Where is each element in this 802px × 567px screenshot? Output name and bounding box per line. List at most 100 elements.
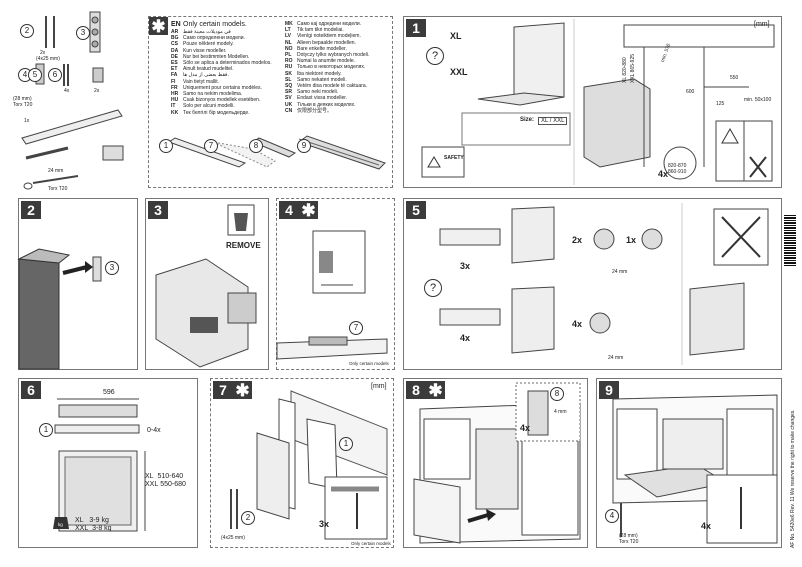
lang-code: MK	[285, 21, 293, 27]
lang-code: BG	[171, 35, 179, 42]
lang-code: IT	[171, 103, 176, 110]
lang-text: Sólo se aplica a determinados modelos.	[183, 60, 272, 67]
lang-text: 仅限部分型号。	[297, 107, 333, 114]
lang-text: Само кај одредени модели.	[297, 21, 362, 27]
panel-1-drawing	[421, 19, 775, 185]
label-4x-b: 4x	[572, 319, 583, 329]
gap-4mm: 4 mm	[554, 409, 567, 415]
star-icon: ✱	[149, 17, 168, 36]
lang-text: Samo neki modeli.	[297, 89, 339, 96]
panel-3-drawing	[155, 204, 257, 368]
panel-4-drawing	[276, 230, 388, 360]
lang-code: SR	[285, 89, 292, 96]
dim-125: 125	[716, 101, 725, 107]
callout-1: 1	[159, 139, 173, 153]
kg-label: kg	[58, 522, 63, 527]
lang-code: SV	[285, 95, 292, 102]
mm24-label: 24 mm	[48, 168, 64, 174]
lang-text: Vienīgi noteiktiem modeļiem.	[297, 33, 361, 40]
lang-text: Pouze některé modely.	[183, 41, 234, 48]
question-icon: ?	[426, 47, 444, 65]
remove-label: REMOVE	[226, 241, 261, 250]
step-number: 1	[406, 19, 426, 37]
lang-code: UK	[285, 101, 293, 108]
weight-xl: XL 3-9 kg	[75, 517, 109, 524]
panel-8-drawing	[413, 382, 581, 544]
lang-text: Uniquement pour certains modèles.	[183, 84, 262, 91]
dim-550: 550	[730, 75, 739, 81]
panel-1: 1 XL XXL ? [mm] Size: XL / XXL SAFETY 4x…	[403, 16, 782, 188]
panel-4: 4 ✱ 7 Only certain models	[276, 198, 395, 370]
lang-code: LT	[285, 27, 291, 34]
lang-row: NO Bare enkelte modeller.	[285, 46, 390, 52]
lang-row: LV Vienīgi noteiktiem modeļiem.	[285, 33, 390, 39]
width-596: 596	[103, 389, 115, 396]
callout-9: 9	[297, 139, 311, 153]
lang-code: DE	[171, 53, 178, 60]
lang-code: SK	[285, 70, 292, 77]
panel-5-drawing	[439, 203, 769, 365]
label-4x: 4x	[520, 423, 531, 433]
lang-code: NO	[285, 45, 293, 52]
callout-7: 7	[204, 139, 218, 153]
dim-xxl: XXL 865-925	[630, 53, 636, 83]
rails-drawing	[167, 135, 386, 170]
label-4x: 4x	[460, 333, 471, 343]
lang-text: Endast vissa modeller.	[297, 95, 348, 102]
range-0-4x: 0-4x	[147, 427, 161, 434]
panel-5: 5 3x 4x 2x 1x 4x ? 24 mm 24 mm	[403, 198, 782, 370]
only-certain-models: Only certain models	[351, 541, 391, 546]
dim-min50: min. 50x100	[744, 97, 772, 103]
torx-label-2: Torx T20	[48, 186, 68, 192]
panel-7: 7 ✱ [mm] 1 2 3x (4x25 mm) Only certain m…	[210, 378, 394, 548]
lang-code: FA	[171, 72, 178, 79]
size-xl: XL	[450, 31, 462, 41]
lang-text: Nur bei bestimmten Modellen.	[183, 53, 250, 60]
callout-3: 3	[105, 261, 119, 275]
part-3-callout: 3	[76, 26, 90, 40]
safety-label: SAFETY	[444, 155, 464, 161]
lang-text: Тільки в деяких моделях.	[297, 101, 356, 108]
lang-code: SQ	[285, 83, 293, 90]
part-7-qty: 1x	[24, 118, 30, 124]
label-3x: 3x	[460, 261, 471, 271]
lang-text: Только в некоторых моделях.	[297, 64, 366, 71]
lang-code: RO	[285, 58, 293, 65]
lang-text: Тек белгілі бір модельдерде.	[183, 109, 250, 116]
callout-4: 4	[605, 509, 619, 523]
lang-code: CN	[285, 107, 293, 114]
panel-2-drawing	[17, 248, 102, 370]
panel-9-drawing	[612, 394, 778, 544]
lang-code: PL	[285, 52, 292, 59]
size-label: Size:	[520, 117, 535, 123]
lang-code: LV	[285, 33, 292, 40]
panel-8: 8 ✱ 8 4x 4 mm	[403, 378, 588, 548]
part-2-qty: 2x	[40, 50, 46, 56]
callout-1: 1	[339, 437, 353, 451]
step-number: 8	[406, 381, 426, 399]
lang-row: SR Samo neki modeli.	[285, 89, 390, 95]
lang-text: Iba niektoré modely.	[297, 70, 342, 77]
torx-t20: Torx T20	[619, 539, 639, 545]
lang-code: ET	[171, 66, 178, 73]
unit-mm: [mm]	[371, 383, 387, 390]
lang-text: Only certain models.	[183, 21, 247, 28]
lang-text: Samo na nekim modelima.	[183, 91, 243, 98]
lang-row: DE Nur bei bestimmten Modellen.	[171, 54, 281, 60]
lang-text: Bare enkelte modeller.	[297, 45, 347, 52]
part-4-qty: 4x	[64, 88, 70, 94]
label-1x: 1x	[626, 235, 637, 245]
